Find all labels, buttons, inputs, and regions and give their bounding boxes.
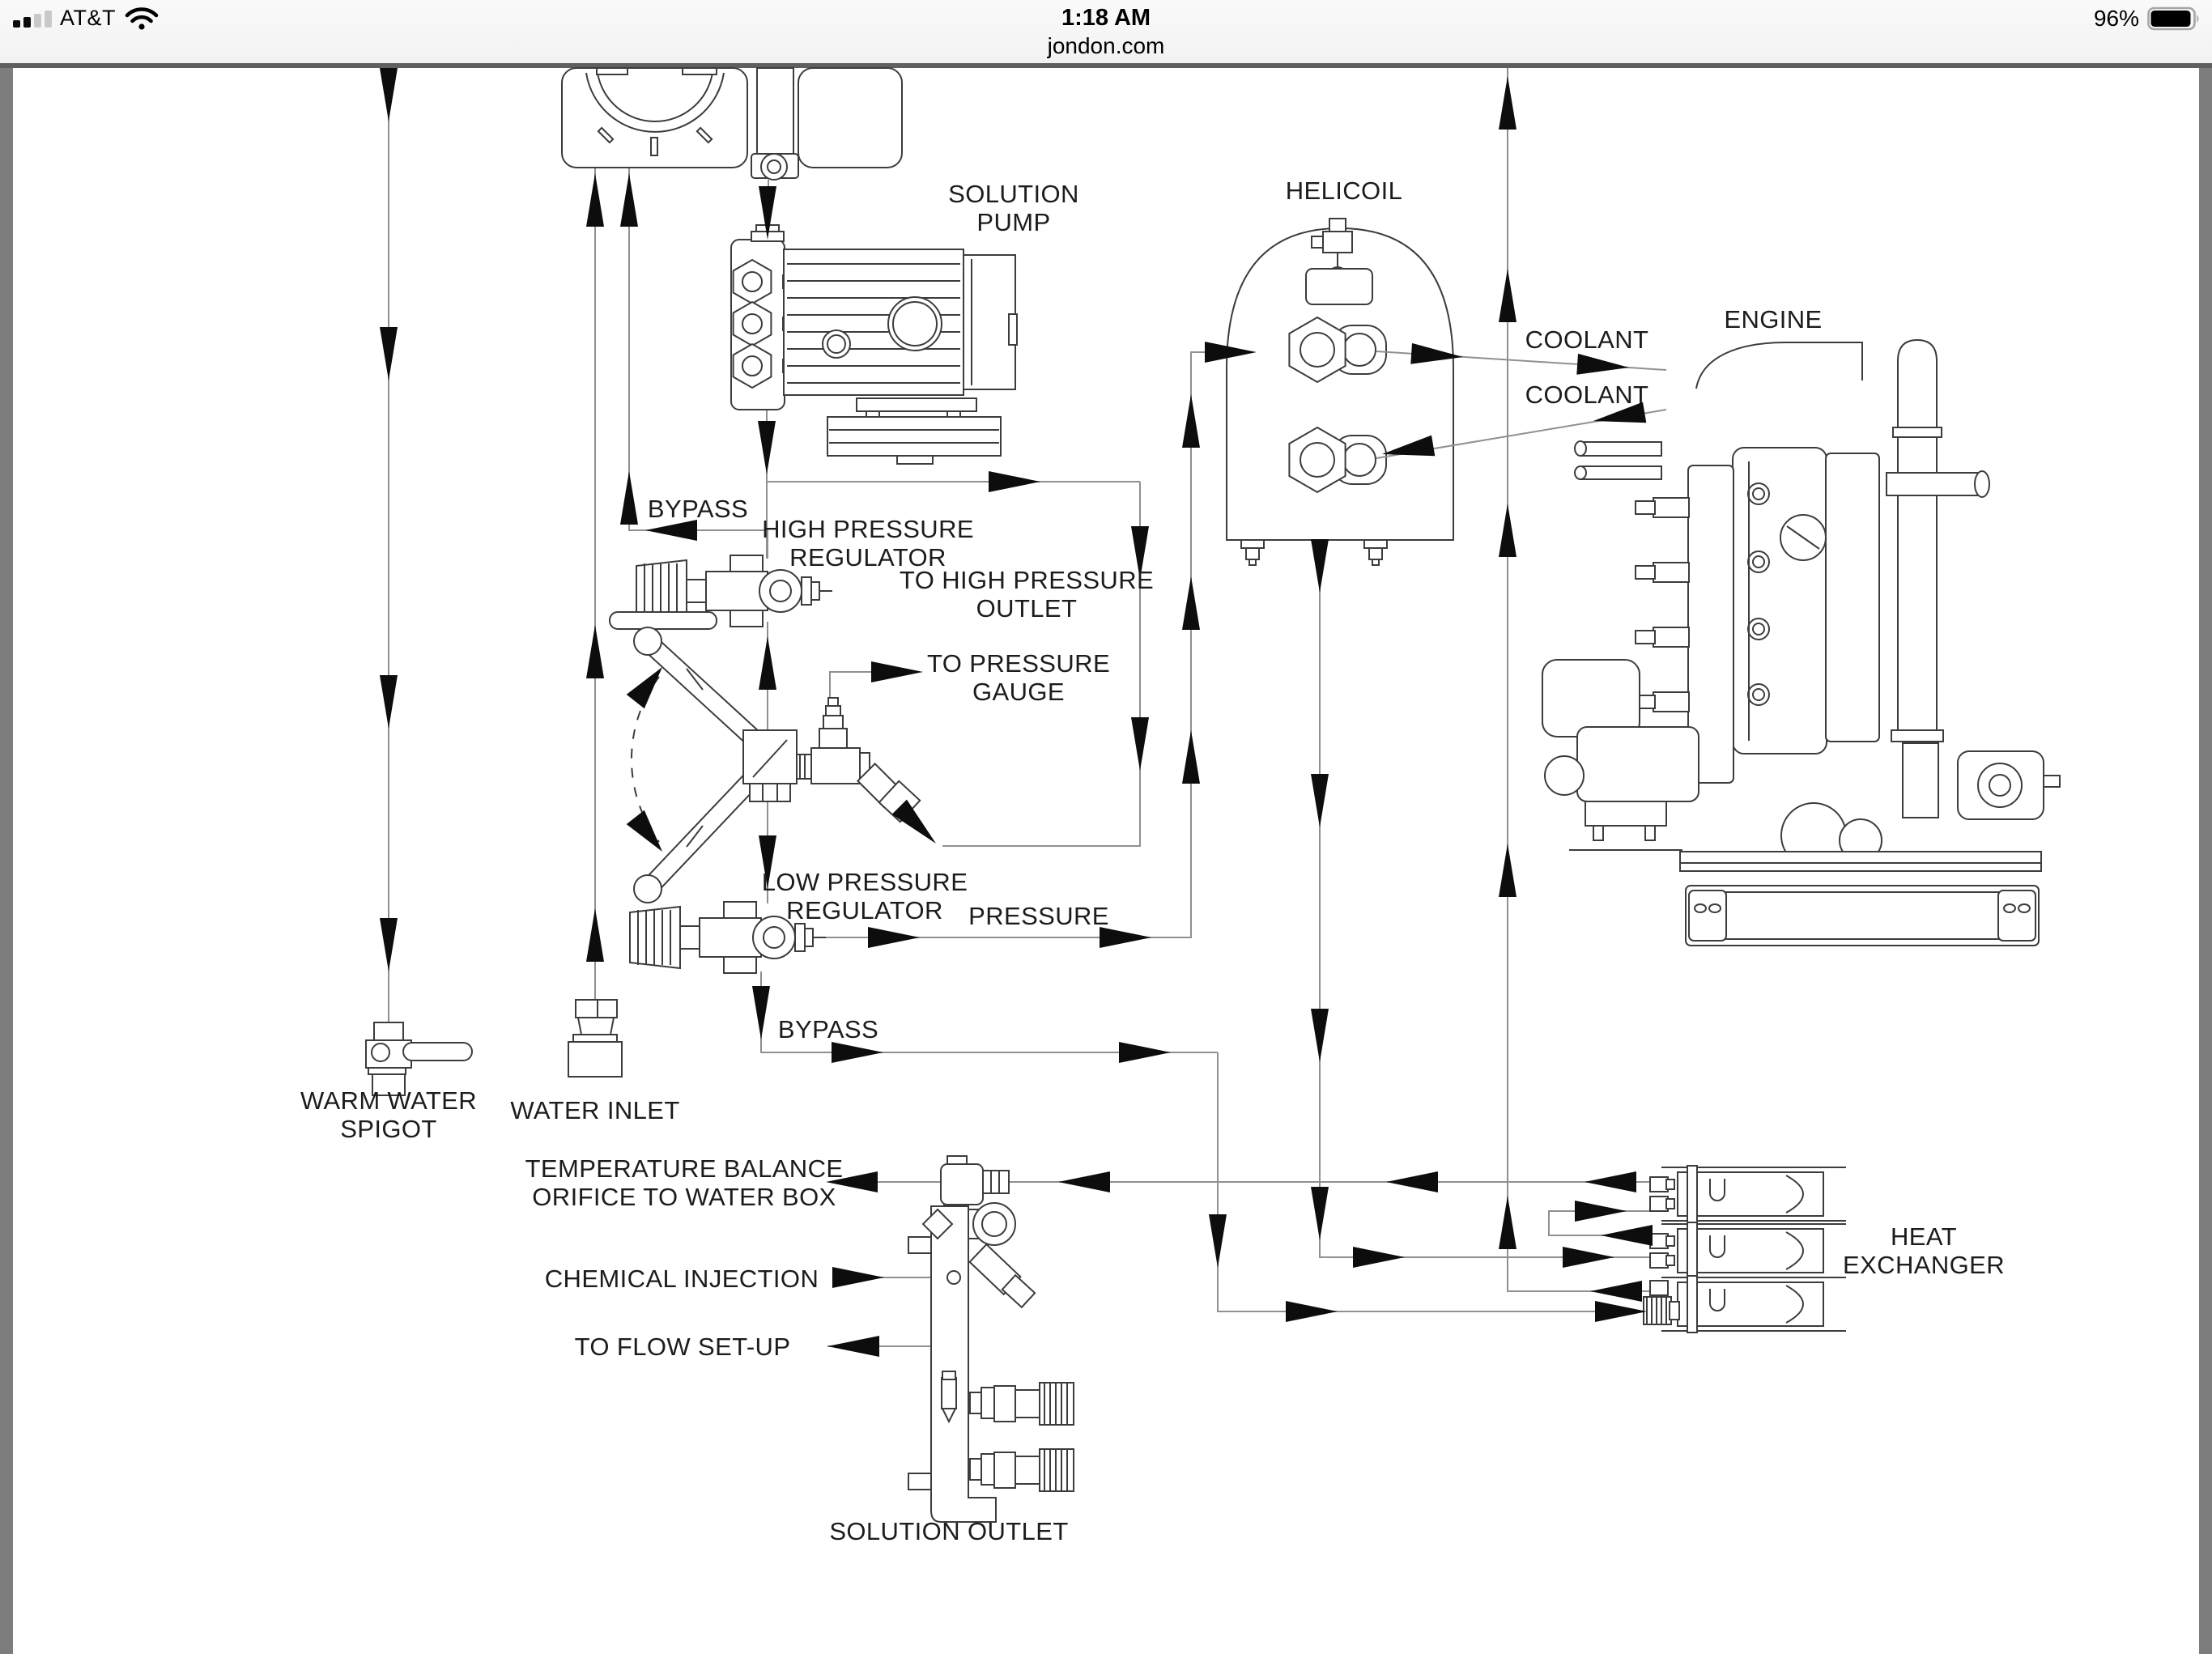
page-border-right (2199, 68, 2212, 1654)
clock: 1:18 AM (1061, 5, 1151, 31)
page-border-top (0, 63, 2212, 68)
battery-icon (2147, 6, 2199, 31)
battery-percent-label: 96% (2093, 6, 2139, 31)
cell-signal-icon (13, 8, 52, 28)
wifi-icon (125, 7, 159, 30)
page-border-left (0, 68, 13, 1654)
address-bar-domain[interactable]: jondon.com (1047, 33, 1165, 58)
carrier-label: AT&T (60, 5, 116, 30)
status-bar: AT&T 1:18 AM jondon.com 96% (0, 0, 2212, 63)
